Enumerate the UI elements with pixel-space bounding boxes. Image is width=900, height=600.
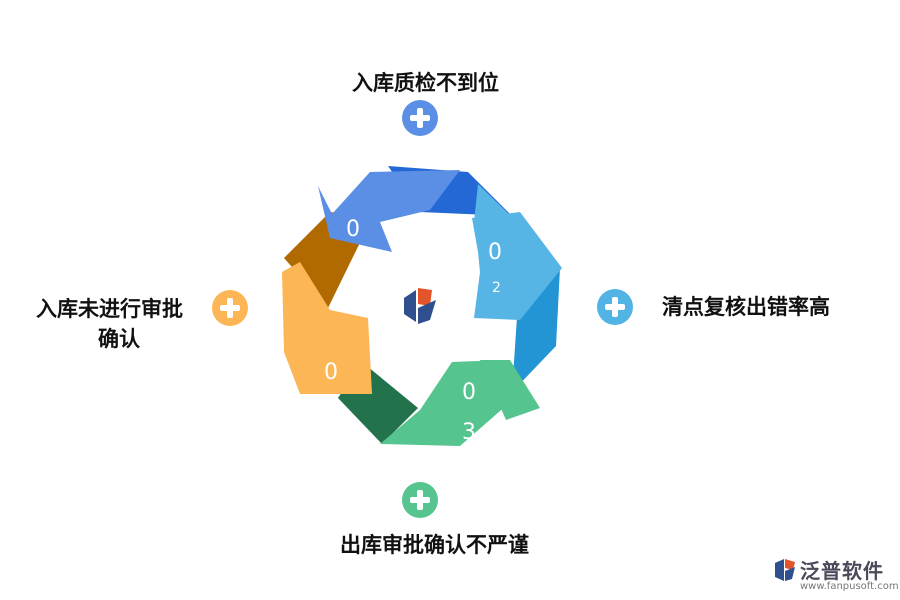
item-number-bottom-2: 3: [462, 420, 476, 445]
brand-name: 泛普软件: [800, 559, 884, 583]
cycle-arrow-right: [472, 212, 562, 320]
cycle-arrow-bottom-tip: [480, 360, 540, 420]
item-label-left-line2: 确认: [98, 327, 140, 351]
item-label-bottom: 出库审批确认不严谨: [340, 533, 529, 557]
plus-icon-top[interactable]: [402, 100, 438, 136]
cycle-arrow-bottom: [380, 360, 508, 446]
item-number-top: 0: [346, 217, 360, 242]
item-number-bottom: 0: [462, 380, 476, 405]
cycle-arrow-right-tip: [474, 184, 540, 244]
center-logo-icon: [404, 288, 436, 324]
item-number-left: 0: [324, 360, 338, 385]
plus-icon-left[interactable]: [212, 290, 248, 326]
brand-watermark: 泛普软件 www.fanpusoft.com: [770, 555, 899, 597]
item-number-left-2: 1: [348, 259, 359, 278]
cycle-arrow-left: [282, 262, 372, 394]
plus-icon-bottom[interactable]: [402, 482, 438, 518]
item-label-right: 清点复核出错率高: [662, 295, 830, 319]
item-number-right-2: 2: [492, 280, 501, 296]
plus-icon-right[interactable]: [597, 289, 633, 325]
brand-url: www.fanpusoft.com: [800, 581, 899, 592]
brand-logo-icon: [775, 559, 795, 581]
item-label-left: 入库未进行审批: [36, 297, 183, 321]
item-label-top: 入库质检不到位: [352, 71, 499, 95]
cycle-arrow-top: [318, 170, 460, 252]
item-number-right: 0: [488, 240, 502, 265]
